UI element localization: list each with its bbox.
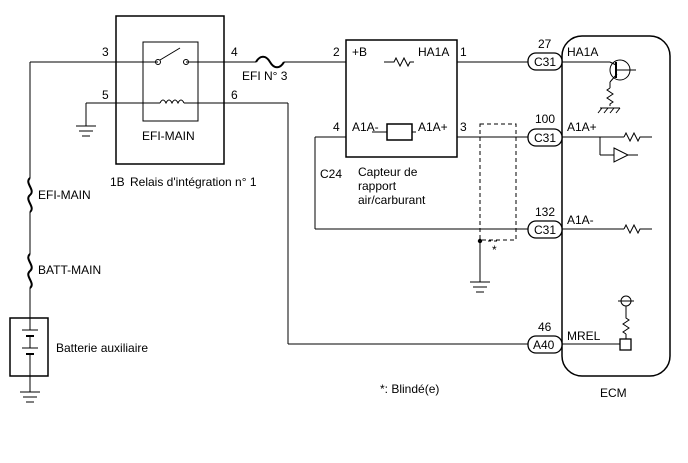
battery-label: Batterie auxiliaire xyxy=(56,341,148,355)
relay-inner-box xyxy=(142,41,199,122)
fuse-efi-main-icon xyxy=(27,177,33,213)
ecm-conn-c31-a1a-minus: C31 xyxy=(534,223,556,237)
ecm-signal-ha1a: HA1A xyxy=(567,45,598,59)
ground-icon-shield xyxy=(470,281,490,293)
fuse-efi-n3-label: EFI N° 3 xyxy=(242,69,288,83)
ground-icon-ecm xyxy=(597,107,621,114)
transistor-icon xyxy=(609,59,636,88)
ecm-pin-100: 100 xyxy=(535,112,555,126)
sensor-name-line1: Capteur de xyxy=(358,165,418,179)
ecm-connector-row: C31 27 HA1A xyxy=(527,37,598,71)
shield-marker: * xyxy=(492,243,497,257)
sensor-element-icon xyxy=(386,123,413,141)
sensor-term-a1a-plus: A1A+ xyxy=(418,120,448,134)
fuse-batt-main-label: BATT-MAIN xyxy=(38,263,101,277)
ecm-a1a-plus-resistor-icon xyxy=(623,131,652,143)
ecm-ha1a-resistor-icon xyxy=(606,87,614,106)
relay-switch-blade xyxy=(159,47,181,61)
relay-code: 1B xyxy=(110,175,125,189)
ecm-pin-132: 132 xyxy=(535,205,555,219)
ecm-mrel-resistor-icon xyxy=(622,312,630,335)
relay-box xyxy=(115,15,225,165)
ecm-connector-row: C31 132 A1A- xyxy=(527,205,594,239)
sensor-pin-4: 4 xyxy=(333,120,340,134)
fuse-efi-n3-icon xyxy=(255,55,285,69)
shield-outline xyxy=(479,123,517,241)
ecm-conn-c31-ha1a: C31 xyxy=(534,55,556,69)
ecm-label: ECM xyxy=(600,386,627,400)
relay-coil-icon xyxy=(159,99,185,105)
sensor-term-ha1a: HA1A xyxy=(418,45,449,59)
battery-box xyxy=(9,317,49,377)
ecm-pin-27: 27 xyxy=(538,37,552,51)
ecm-pin-46: 46 xyxy=(538,320,552,334)
ecm-connector-row: C31 100 A1A+ xyxy=(527,112,597,147)
sensor-pin-2: 2 xyxy=(333,45,340,59)
sensor-term-plus-b: +B xyxy=(352,45,367,59)
ecm-signal-mrel: MREL xyxy=(567,329,601,343)
ecm-a1a-minus-resistor-icon xyxy=(623,223,652,235)
ground-icon-battery xyxy=(20,391,40,403)
ground-icon-relay xyxy=(76,125,96,137)
ecm-connector-row: A40 46 MREL xyxy=(527,320,601,354)
ecm-mrel-driver-icon xyxy=(619,338,632,351)
battery-icon xyxy=(22,318,38,376)
ecm-box xyxy=(561,35,671,377)
sensor-name-line2: rapport xyxy=(358,179,397,193)
sensor-pin-3: 3 xyxy=(460,120,467,134)
shield-legend: *: Blindé(e) xyxy=(380,382,439,396)
sensor-code: C24 xyxy=(320,167,342,181)
ecm-conn-c31-a1a-plus: C31 xyxy=(534,131,556,145)
relay-switch-label: EFI-MAIN xyxy=(142,129,195,143)
sensor-name-line3: air/carburant xyxy=(358,193,426,207)
ecm-conn-a40-mrel: A40 xyxy=(533,338,555,352)
relay-pin-3: 3 xyxy=(102,45,109,59)
relay-pin-4: 4 xyxy=(231,45,238,59)
ecm-signal-a1a-minus: A1A- xyxy=(567,213,594,227)
ecm-signal-a1a-plus: A1A+ xyxy=(567,120,597,134)
sensor-pin-1: 1 xyxy=(460,45,467,59)
ecm-amplifier-icon xyxy=(613,147,630,163)
relay-pin-5: 5 xyxy=(102,88,109,102)
fuse-batt-main-icon xyxy=(27,253,33,289)
relay-name: Relais d'intégration n° 1 xyxy=(130,175,257,189)
sensor-box xyxy=(345,39,458,158)
fuse-efi-main-label: EFI-MAIN xyxy=(38,188,91,202)
relay-pin-6: 6 xyxy=(231,88,238,102)
sensor-heater-resistor-icon xyxy=(384,56,414,68)
sensor-term-a1a-minus: A1A- xyxy=(352,120,379,134)
